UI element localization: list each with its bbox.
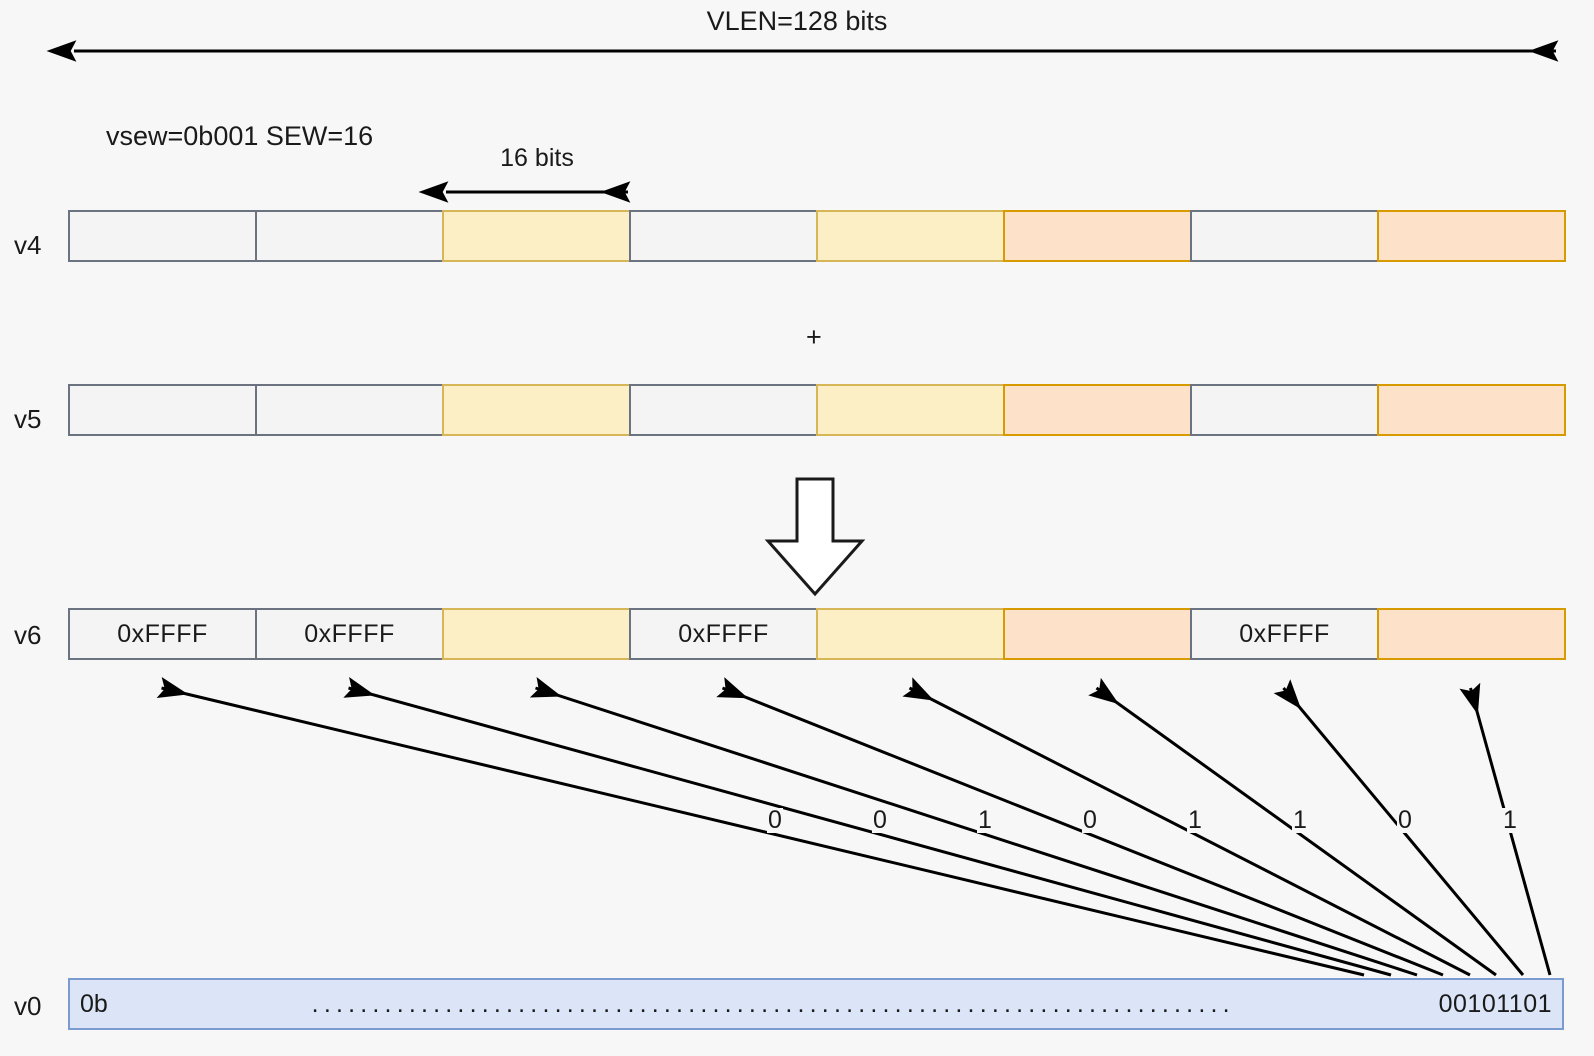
- row-label-v0: v0: [14, 991, 42, 1021]
- mask-bit-6: 0: [1397, 806, 1413, 834]
- cell-v6-0: 0xFFFF: [68, 608, 257, 660]
- cell-v4-4: [816, 210, 1005, 262]
- mask-ellipsis: ........................................…: [311, 989, 1235, 1018]
- cell-v6-4: [816, 608, 1005, 660]
- mask-arrow-1: [343, 676, 1392, 977]
- cell-v5-2: [442, 384, 631, 436]
- mask-value: 00101101: [1438, 989, 1552, 1018]
- block-down-arrow: [764, 477, 866, 597]
- cell-v4-7: [1377, 210, 1566, 262]
- cell-v5-0: [68, 384, 257, 436]
- cell-v6-7: [1377, 608, 1566, 660]
- cell-v4-1: [255, 210, 444, 262]
- mask-prefix: 0b: [80, 989, 108, 1018]
- cell-v5-3: [629, 384, 818, 436]
- cell-v6-6: 0xFFFF: [1190, 608, 1379, 660]
- register-row-v5: [68, 384, 1566, 436]
- row-label-v4: v4: [14, 230, 42, 260]
- element-width-label: 16 bits: [500, 144, 574, 172]
- cell-v6-2: [442, 608, 631, 660]
- cell-v4-3: [629, 210, 818, 262]
- cell-v5-6: [1190, 384, 1379, 436]
- cell-v4-6: [1190, 210, 1379, 262]
- cell-v4-2: [442, 210, 631, 262]
- cell-v6-3: 0xFFFF: [629, 608, 818, 660]
- cell-v5-5: [1003, 384, 1192, 436]
- mask-bit-1: 0: [872, 806, 888, 834]
- mask-bit-0: 0: [767, 806, 783, 834]
- vlen-title: VLEN=128 bits: [706, 6, 888, 36]
- cell-v4-0: [68, 210, 257, 262]
- cell-v5-1: [255, 384, 444, 436]
- plus-operator: +: [806, 322, 822, 352]
- sew-note: vsew=0b001 SEW=16: [106, 121, 374, 151]
- row-label-v5: v5: [14, 404, 42, 434]
- mask-arrow-0: [156, 676, 1365, 977]
- mask-bit-4: 1: [1187, 806, 1203, 834]
- cell-v5-7: [1377, 384, 1566, 436]
- cell-v6-1: 0xFFFF: [255, 608, 444, 660]
- mask-fan-arrows: [156, 676, 1552, 977]
- register-row-v4: [68, 210, 1566, 262]
- cell-v6-5: [1003, 608, 1192, 660]
- mask-bit-7: 1: [1502, 806, 1518, 834]
- mask-bit-3: 0: [1082, 806, 1098, 834]
- mask-bit-2: 1: [977, 806, 993, 834]
- mask-bit-5: 1: [1292, 806, 1308, 834]
- row-label-v6: v6: [14, 620, 42, 650]
- cell-v5-4: [816, 384, 1005, 436]
- cell-v4-5: [1003, 210, 1192, 262]
- mask-register-v0: 0b .....................................…: [68, 978, 1564, 1030]
